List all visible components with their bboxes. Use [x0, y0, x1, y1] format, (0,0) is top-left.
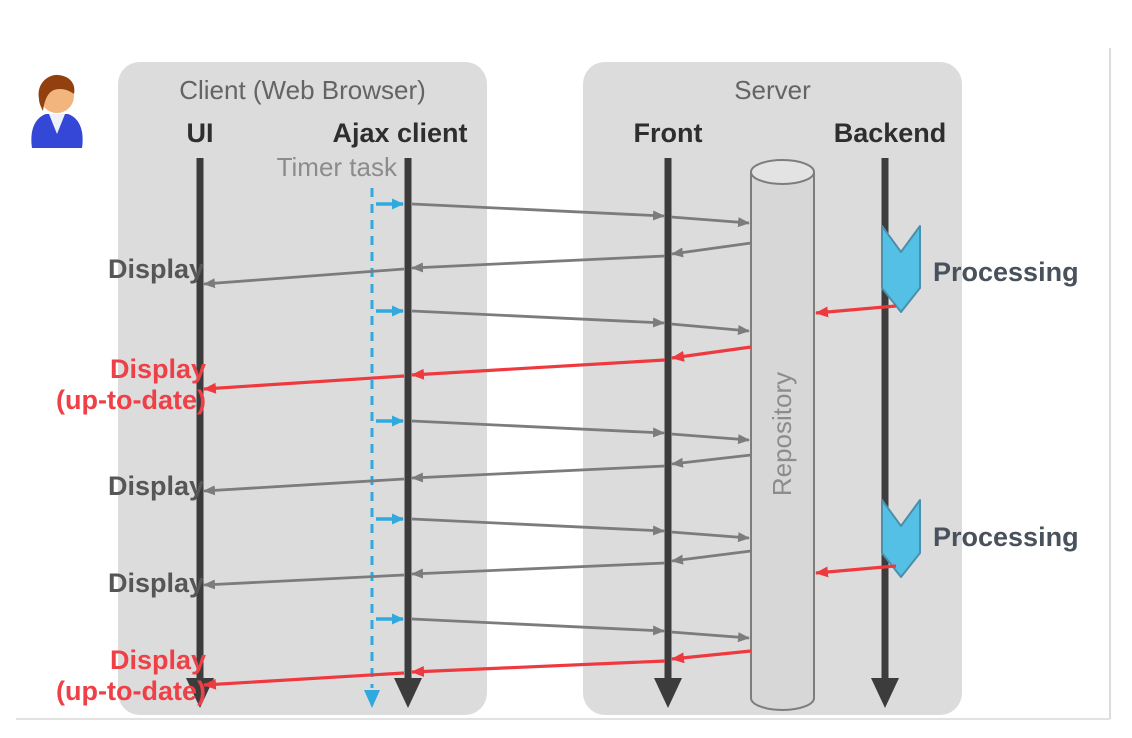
lifeline-label-ajax-client: Ajax client: [332, 118, 468, 148]
display-label-line: Display: [107, 568, 204, 598]
processing-label: Processing: [933, 522, 1079, 552]
display-label: Display: [108, 254, 204, 285]
repository-cylinder-top: [750, 159, 815, 185]
request-arrow: [411, 202, 665, 221]
response-arrow: [671, 241, 752, 258]
response-arrow: [411, 659, 666, 677]
response-arrow: [671, 453, 752, 468]
display-label-line: Display: [107, 254, 204, 284]
server-box-title: Server: [734, 75, 811, 105]
display-label: Display: [108, 568, 204, 599]
display-label-line: (up-to-date): [56, 676, 206, 706]
timer-arrowhead-icon: [364, 690, 380, 708]
response-arrow: [203, 267, 405, 289]
page-border-lines: [16, 48, 1111, 720]
response-arrow: [411, 358, 666, 380]
write-arrow: [815, 304, 897, 318]
user-person-icon: [31, 74, 83, 148]
lifeline-label-ui: UI: [186, 118, 214, 148]
request-arrow: [411, 309, 665, 328]
response-arrow: [203, 374, 405, 394]
processing-chevron-icon: [881, 499, 921, 578]
response-arrow: [203, 573, 405, 590]
repository-cylinder-body: [750, 172, 815, 711]
response-arrow: [671, 649, 752, 664]
processing-flag-icons: [881, 225, 921, 578]
response-arrow: [671, 549, 752, 565]
response-arrow: [411, 464, 666, 483]
swimlane-boxes: [118, 62, 962, 715]
request-arrow: [670, 322, 750, 335]
write-arrow: [815, 564, 897, 578]
response-arrow: [411, 561, 666, 579]
response-arrow: [203, 671, 405, 690]
person-hair: [38, 74, 75, 111]
display-up-to-date-label: Display(up-to-date): [56, 645, 206, 707]
request-arrow: [670, 530, 750, 543]
request-arrow: [411, 617, 665, 636]
repository-cylinder: [750, 159, 815, 711]
lifeline-ajax-client-arrowhead-icon: [394, 678, 422, 708]
response-arrow: [411, 254, 666, 273]
person-collar: [49, 114, 65, 134]
timer-task-label: Timer task: [276, 152, 397, 182]
processing-chevron-icon: [881, 225, 921, 313]
request-arrow: [670, 630, 750, 643]
display-label-line: Display: [109, 354, 206, 384]
processing-label: Processing: [933, 257, 1079, 287]
request-arrow: [670, 215, 750, 228]
display-label-line: (up-to-date): [56, 385, 206, 415]
display-label-line: Display: [109, 645, 206, 675]
repository-label: Repository: [767, 371, 797, 497]
client-box: [118, 62, 487, 715]
request-arrow: [411, 517, 665, 536]
response-arrow: [671, 345, 752, 362]
response-arrow: [203, 477, 405, 496]
client-box-title: Client (Web Browser): [179, 75, 426, 105]
display-label: Display: [108, 471, 204, 502]
lifeline-label-front: Front: [633, 118, 703, 148]
display-label-line: Display: [107, 471, 204, 501]
lifeline-backend-arrowhead-icon: [871, 678, 899, 708]
display-up-to-date-label: Display(up-to-date): [56, 354, 206, 416]
message-arrows: [203, 198, 897, 690]
request-arrow: [670, 432, 750, 445]
lifeline-front-arrowhead-icon: [654, 678, 682, 708]
request-arrow: [411, 419, 665, 438]
lifeline-label-backend: Backend: [833, 118, 947, 148]
